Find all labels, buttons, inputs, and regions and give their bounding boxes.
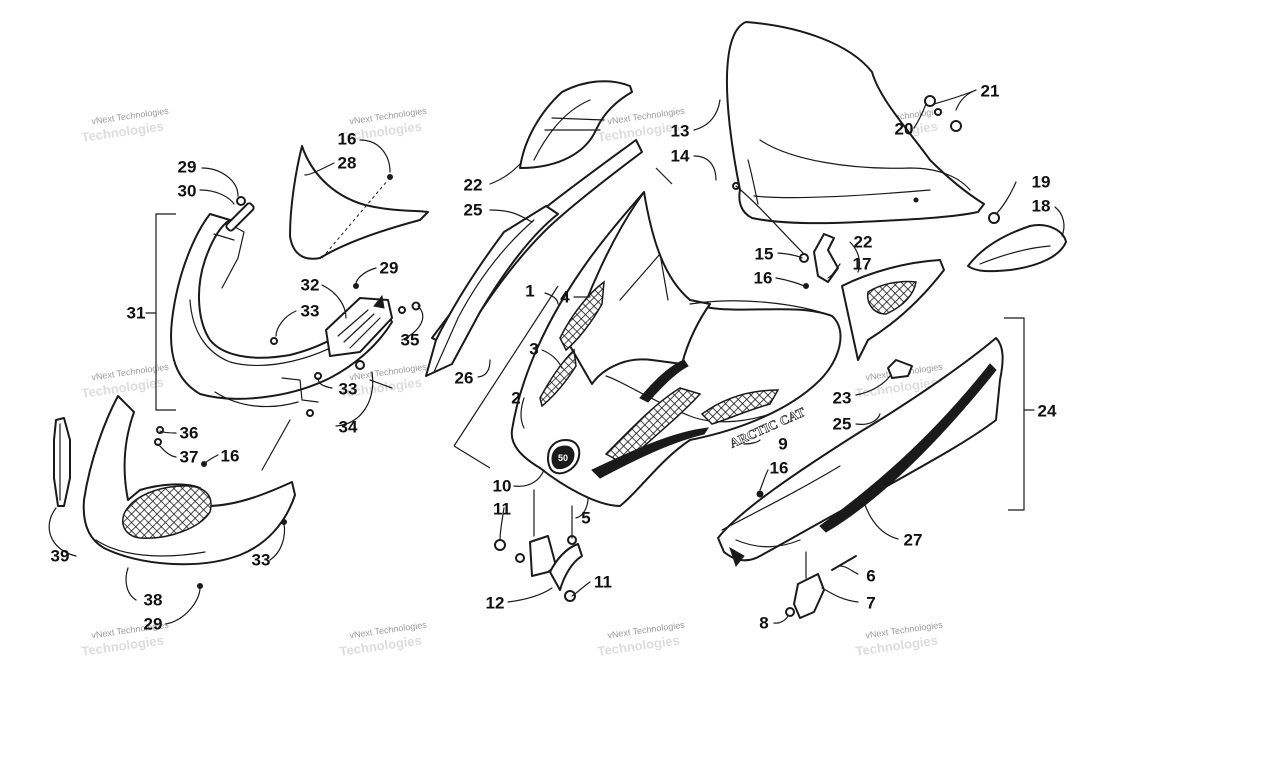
callout-14: 14 xyxy=(671,147,690,166)
callout-17: 17 xyxy=(853,255,872,274)
callout-20: 20 xyxy=(895,120,914,139)
callout-21: 21 xyxy=(981,82,1000,101)
callout-31: 31 xyxy=(127,304,146,323)
side-panel-28 xyxy=(289,145,429,260)
callout-16b: 16 xyxy=(221,447,240,466)
bracket-11b xyxy=(549,543,583,591)
callout-25a: 25 xyxy=(464,201,483,220)
callout-8: 8 xyxy=(759,614,768,633)
callout-27: 27 xyxy=(904,531,923,550)
callout-29c: 29 xyxy=(144,615,163,634)
callout-35: 35 xyxy=(401,331,420,350)
right-assembly xyxy=(693,21,1067,624)
callout-22a: 22 xyxy=(464,176,483,195)
callout-30: 30 xyxy=(178,182,197,201)
callout-29a: 29 xyxy=(178,158,197,177)
callout-13: 13 xyxy=(671,122,690,141)
side-panel-24 xyxy=(717,337,1004,562)
callout-6: 6 xyxy=(866,567,875,586)
vent-4 xyxy=(559,280,605,352)
callout-11b: 11 xyxy=(594,573,612,592)
callout-23: 23 xyxy=(833,389,852,408)
bracket-23 xyxy=(887,359,913,379)
lower-nose-38 xyxy=(82,395,296,566)
callout-28: 28 xyxy=(338,154,357,173)
callout-19: 19 xyxy=(1032,173,1051,192)
callout-34: 34 xyxy=(339,418,358,437)
bracket-7 xyxy=(793,573,825,619)
callout-1: 1 xyxy=(525,282,534,301)
side-strip-39 xyxy=(53,417,71,507)
callout-33c: 33 xyxy=(252,551,271,570)
callout-22b: 22 xyxy=(854,233,873,252)
callout-10: 10 xyxy=(493,477,512,496)
callout-12: 12 xyxy=(486,594,505,613)
callout-33a: 33 xyxy=(301,302,320,321)
callout-18: 18 xyxy=(1032,197,1051,216)
callout-5: 5 xyxy=(581,509,590,528)
callout-16a: 16 xyxy=(338,130,357,149)
emblem-number: 50 xyxy=(558,453,568,463)
callout-24: 24 xyxy=(1038,402,1057,421)
callout-3: 3 xyxy=(529,340,538,359)
vent-3 xyxy=(539,348,577,408)
callout-9: 9 xyxy=(778,435,787,454)
hood-top xyxy=(569,191,711,385)
callout-11a: 11 xyxy=(493,500,511,519)
callout-26: 26 xyxy=(455,369,474,388)
callout-36: 36 xyxy=(180,424,199,443)
callout-33b: 33 xyxy=(339,380,358,399)
callout-16d: 16 xyxy=(770,459,789,478)
vent-9 xyxy=(700,389,780,425)
callout-2: 2 xyxy=(511,389,520,408)
callout-numbers: 1 2 3 4 5 6 7 8 9 10 11 11 12 13 14 15 1… xyxy=(51,82,1057,634)
callout-29b: 29 xyxy=(380,259,399,278)
callout-15: 15 xyxy=(755,245,774,264)
callout-16c: 16 xyxy=(754,269,773,288)
side-trim-22-upper xyxy=(519,80,633,169)
strip-26 xyxy=(425,205,559,377)
windshield-13 xyxy=(725,21,985,225)
mesh-grille-39 xyxy=(122,485,212,539)
callout-25b: 25 xyxy=(833,415,852,434)
callout-37: 37 xyxy=(180,448,199,467)
callout-7: 7 xyxy=(866,594,875,613)
callout-38: 38 xyxy=(144,591,163,610)
bracket-17 xyxy=(813,233,839,283)
vent-32 xyxy=(325,297,393,357)
left-assembly xyxy=(48,139,429,625)
callout-4: 4 xyxy=(560,288,570,307)
callout-32: 32 xyxy=(301,276,320,295)
callout-39: 39 xyxy=(51,547,70,566)
mirror-18 xyxy=(967,224,1067,273)
